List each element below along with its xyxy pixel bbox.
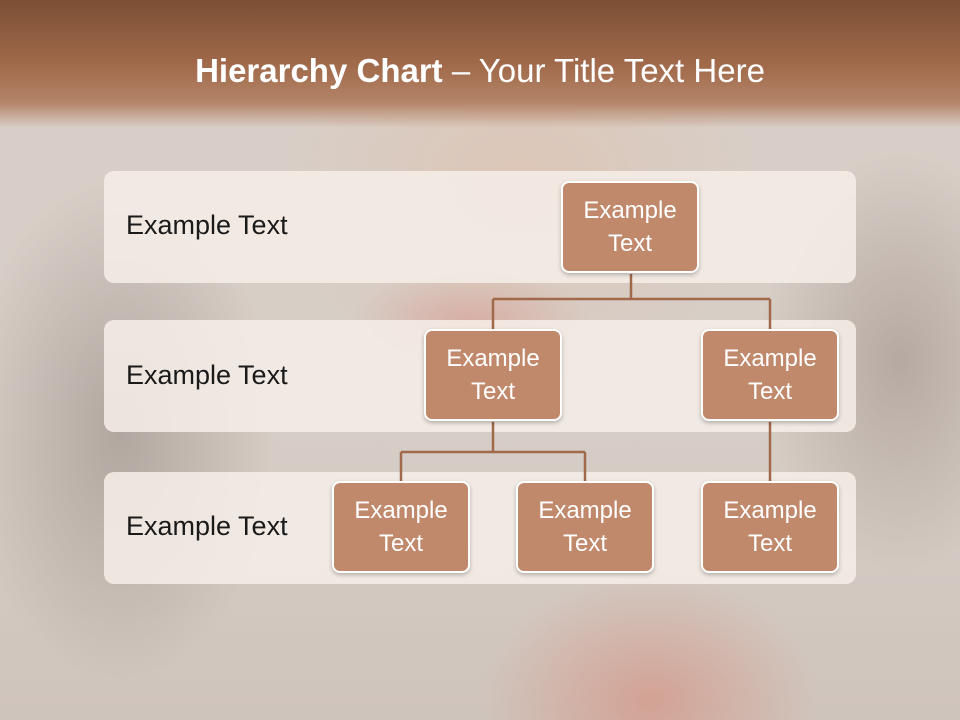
node-root: Example Text [561, 181, 699, 273]
level-label-1: Example Text [126, 210, 288, 240]
node-level2-left: Example Text [424, 329, 562, 421]
title-banner [0, 0, 960, 128]
node-level3-a: Example Text [332, 481, 470, 573]
node-level3-c: Example Text [701, 481, 839, 573]
node-level2-right: Example Text [701, 329, 839, 421]
title-rest: – Your Title Text Here [442, 52, 765, 89]
node-level3-b: Example Text [516, 481, 654, 573]
level-label-3: Example Text [126, 511, 288, 541]
level-band-1 [104, 171, 856, 283]
title-bold: Hierarchy Chart [195, 52, 443, 89]
slide-title: Hierarchy Chart – Your Title Text Here [0, 52, 960, 90]
level-label-2: Example Text [126, 360, 288, 390]
